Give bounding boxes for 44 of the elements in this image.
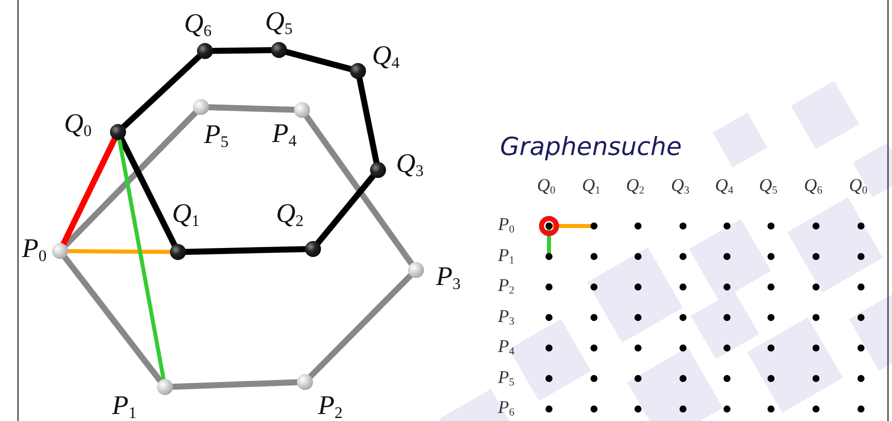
vertex-label: P$_{4}$ <box>272 120 297 150</box>
vertex-label: Q$_{4}$ <box>372 42 400 72</box>
column-header: Q$_{6}$ <box>804 176 822 196</box>
vertex-label: Q$_{2}$ <box>276 200 304 230</box>
row-header: P$_{0}$ <box>498 215 514 236</box>
edge-line <box>117 138 166 382</box>
row-header: P$_{1}$ <box>498 246 514 266</box>
vertex-label: P$_{0}$ <box>22 235 47 264</box>
edge-line <box>356 76 380 166</box>
edge-line <box>120 53 202 130</box>
edge-line <box>183 246 308 255</box>
column-header: Q$_{4}$ <box>715 176 734 196</box>
row-header: P$_{3}$ <box>498 306 514 327</box>
edge-line <box>304 114 414 266</box>
vertex-label: P$_{1}$ <box>112 392 137 421</box>
vertex-label: Q$_{3}$ <box>396 150 424 180</box>
column-header: Q$_{1}$ <box>582 176 600 196</box>
vertex-label: Q$_{5}$ <box>265 8 293 38</box>
edge-line <box>315 173 376 246</box>
column-header: Q$_{2}$ <box>626 176 644 196</box>
row-header: P$_{4}$ <box>498 337 514 358</box>
vertex-label: P$_{3}$ <box>436 263 461 292</box>
vertex-label: Q$_{1}$ <box>172 200 200 230</box>
edge-line <box>170 379 300 390</box>
edge-line <box>308 272 414 380</box>
column-header: Q$_{3}$ <box>671 176 690 196</box>
vertex-label: P$_{2}$ <box>318 392 343 421</box>
edge-line <box>60 136 118 247</box>
row-header: P$_{5}$ <box>498 368 514 388</box>
edge-line <box>284 49 354 72</box>
row-header: P$_{6}$ <box>498 398 514 418</box>
vertex-label: Q$_{6}$ <box>184 10 212 40</box>
vertex-label: P$_{5}$ <box>204 121 229 150</box>
column-header: Q$_{5}$ <box>759 176 778 196</box>
column-header: Q$_{0}$ <box>537 176 556 196</box>
edge-line <box>62 254 164 384</box>
edge-line <box>210 47 274 54</box>
column-header: Q$_{0}$ <box>849 176 868 196</box>
row-header: P$_{2}$ <box>498 276 514 296</box>
title: Graphensuche <box>500 132 682 161</box>
edge-line <box>206 104 297 113</box>
edge-line <box>118 136 178 248</box>
vertex-label: Q$_{0}$ <box>64 110 92 140</box>
edge-line <box>66 249 172 254</box>
